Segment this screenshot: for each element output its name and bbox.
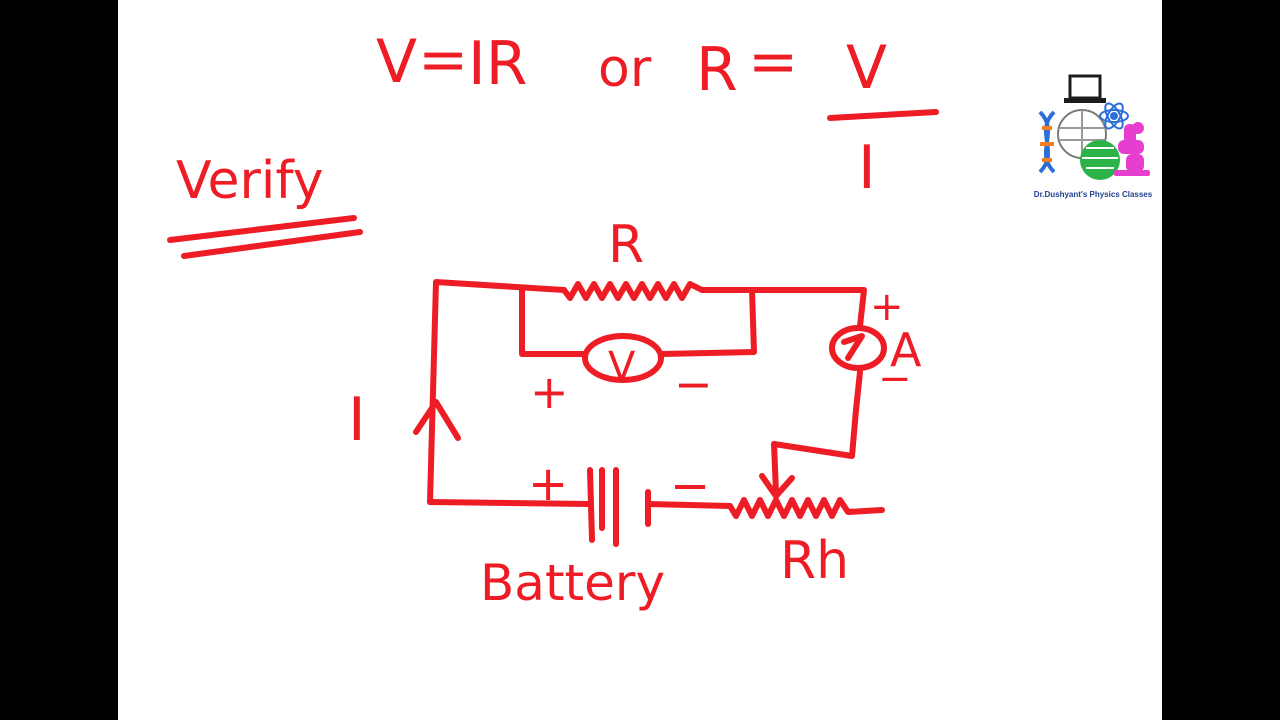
wire-top-right — [699, 287, 867, 329]
rheostat-label: Rh — [780, 531, 849, 591]
resistor-zigzag — [561, 281, 705, 301]
atom-icon — [1099, 102, 1129, 130]
battery-label: Battery — [480, 554, 665, 612]
ammeter-minus: − — [878, 356, 912, 402]
ammeter-plus: + — [870, 284, 904, 330]
voltmeter-wire-left — [519, 287, 587, 357]
dna-icon — [1038, 110, 1056, 174]
voltmeter-minus: − — [674, 357, 713, 411]
resistor-label: R — [608, 215, 644, 275]
wire-bottom-left — [427, 499, 593, 507]
channel-logo: Dr.Dushyant's Physics Classes — [1030, 72, 1156, 206]
equation-lhs-v: V — [376, 27, 417, 97]
robot-arm-icon — [1114, 122, 1150, 176]
ammeter-circle — [829, 325, 887, 371]
ammeter-glyph — [841, 333, 865, 361]
fraction-bar — [827, 109, 939, 121]
equation-numerator-v: V — [846, 33, 887, 103]
equation-denominator-i: I — [858, 133, 876, 203]
globe-icon — [1057, 109, 1120, 180]
left-letterbox — [0, 0, 118, 720]
current-arrow-head — [413, 399, 461, 441]
logo-graphic — [1038, 74, 1150, 180]
rheostat-slider-wire — [771, 441, 779, 495]
voltmeter-wire-right — [659, 287, 757, 357]
logo-caption: Dr.Dushyant's Physics Classes — [1033, 190, 1153, 199]
whiteboard-drawing: V = IR or R = V I Verify R V + − A + − I… — [167, 25, 939, 612]
equation-or: or — [598, 39, 652, 99]
voltmeter-plus: + — [530, 365, 569, 419]
equation-lhs-r: R — [696, 35, 738, 105]
equation-equals-2: = — [748, 27, 798, 97]
current-label: I — [348, 385, 366, 455]
heading-verify: Verify — [176, 151, 324, 211]
laptop-icon — [1064, 74, 1106, 103]
equation-rhs-ir: IR — [468, 29, 527, 99]
rheostat-zigzag — [727, 497, 885, 519]
rheostat-slider-arrow — [759, 473, 795, 499]
voltmeter-circle — [582, 333, 664, 383]
wire-right-down — [771, 369, 863, 459]
verify-underline-bottom — [181, 229, 363, 259]
verify-underline-top — [167, 215, 357, 243]
right-letterbox — [1162, 0, 1280, 720]
battery-plate-1 — [587, 467, 595, 543]
ammeter-symbol: A — [890, 323, 922, 377]
equation-equals-1: = — [418, 25, 468, 95]
wire-bottom-middle — [645, 501, 733, 509]
voltmeter-symbol: V — [608, 344, 636, 390]
whiteboard-canvas: V = IR or R = V I Verify R V + − A + − I… — [118, 0, 1162, 720]
